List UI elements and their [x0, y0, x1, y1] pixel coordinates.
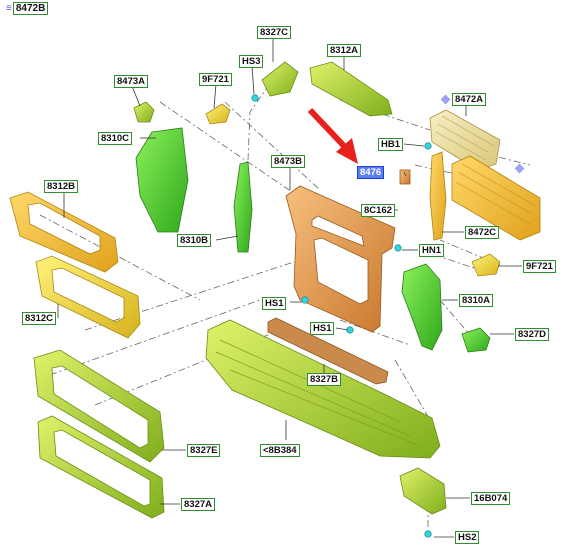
label-8312C[interactable]: 8312C — [22, 312, 56, 325]
part-8327E — [33, 349, 165, 463]
label-8310A[interactable]: 8310A — [459, 294, 493, 307]
part-8312B — [9, 191, 119, 273]
fastener-HS3 — [251, 94, 259, 102]
fastener-HS2 — [424, 530, 432, 538]
label-8C162[interactable]: 8C162 — [361, 204, 395, 217]
part-9F721-right — [471, 253, 501, 277]
part-8327C — [261, 61, 299, 97]
menu-icon[interactable]: ≡ — [6, 3, 12, 14]
fasteners — [251, 94, 432, 538]
label-8327A[interactable]: 8327A — [181, 498, 215, 511]
part-8327A — [37, 415, 165, 519]
part-8327D — [461, 327, 491, 353]
highlight-arrow-icon — [307, 107, 358, 164]
part-8310B — [233, 161, 253, 253]
label-HS2[interactable]: HS2 — [455, 531, 480, 544]
label-8310C[interactable]: 8310C — [98, 132, 132, 145]
part-8472C — [429, 151, 447, 241]
part-8310C — [135, 127, 189, 233]
label-8472A[interactable]: 8472A — [452, 93, 486, 106]
part-grille-insert — [451, 155, 541, 241]
label-8310B[interactable]: 8310B — [177, 234, 211, 247]
part-9F721-top — [205, 103, 231, 125]
label-8B384[interactable]: <8B384 — [260, 444, 300, 457]
part-8C162 — [399, 169, 411, 185]
part-8312C — [35, 255, 141, 339]
label-HS1-a[interactable]: HS1 — [262, 297, 287, 310]
label-HN1[interactable]: HN1 — [419, 244, 445, 257]
header-part-code[interactable]: 8472B — [12, 2, 49, 15]
part-8472A — [429, 109, 501, 171]
part-8476 — [285, 185, 396, 333]
label-8327B[interactable]: 8327B — [307, 373, 341, 386]
label-HS3[interactable]: HS3 — [239, 55, 264, 68]
label-8473B[interactable]: 8473B — [271, 155, 305, 168]
label-HB1[interactable]: HB1 — [378, 138, 404, 151]
label-8472C[interactable]: 8472C — [465, 226, 499, 239]
part-16B074 — [399, 467, 447, 515]
label-9F721-top[interactable]: 9F721 — [199, 73, 232, 86]
label-8476-selected[interactable]: 8476 — [357, 166, 385, 179]
diagram-header: ≡8472B — [6, 2, 49, 15]
label-8473A[interactable]: 8473A — [114, 75, 148, 88]
label-9F721-right[interactable]: 9F721 — [523, 260, 556, 273]
fastener-HB1 — [424, 142, 432, 150]
label-8327D[interactable]: 8327D — [515, 328, 549, 341]
part-8473A — [133, 101, 155, 123]
label-8327E[interactable]: 8327E — [187, 444, 221, 457]
fastener-HS1-a — [301, 296, 309, 304]
leader-lines — [57, 36, 522, 538]
label-8312B[interactable]: 8312B — [44, 180, 78, 193]
part-8327B — [267, 317, 389, 385]
label-8327C[interactable]: 8327C — [257, 26, 291, 39]
label-HS1-b[interactable]: HS1 — [310, 322, 335, 335]
part-8310A — [401, 263, 443, 351]
part-8312A — [309, 61, 393, 117]
fastener-HN1 — [394, 244, 402, 252]
label-8312A[interactable]: 8312A — [327, 44, 361, 57]
label-16B074[interactable]: 16B074 — [471, 492, 511, 505]
